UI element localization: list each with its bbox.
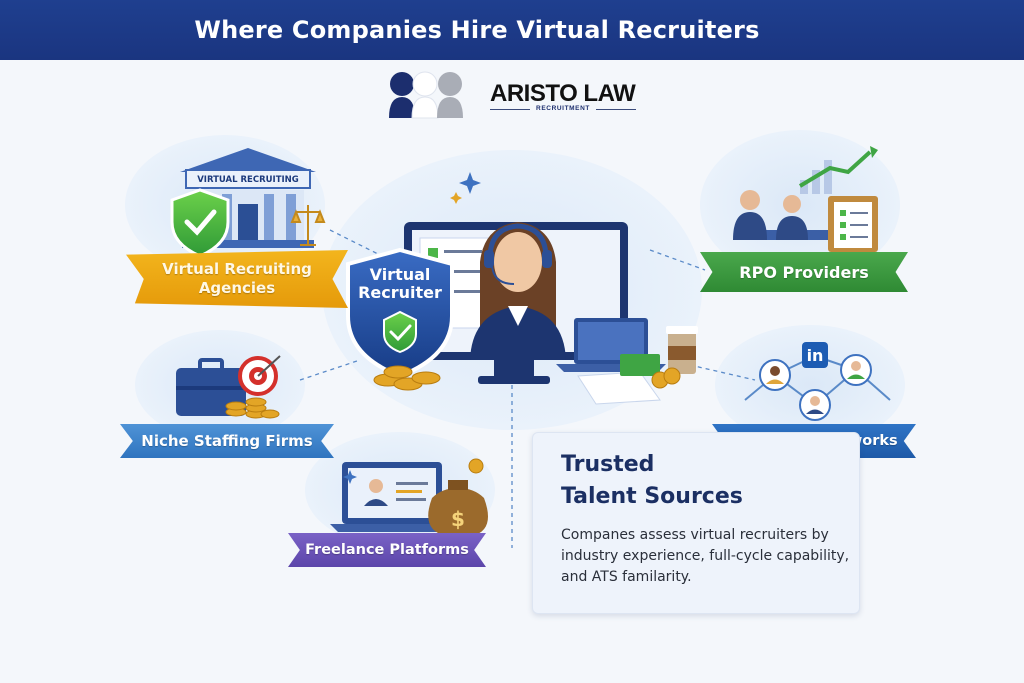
money-bag-icon: $ (428, 458, 488, 536)
ribbon-rpo-providers: RPO Providers (700, 252, 908, 292)
logo-name: ARISTO LAW (490, 80, 636, 107)
ribbon-freelance-platforms: Freelance Platforms (288, 533, 486, 567)
card-title: Trusted Talent Sources (561, 449, 743, 513)
scales-icon (290, 205, 326, 246)
shield-label-line1: Virtual (369, 265, 431, 284)
freelance-label: Freelance Platforms (305, 542, 469, 558)
svg-text:$: $ (451, 507, 465, 531)
dashed-connectors (299, 229, 756, 548)
shield-coins-icon (373, 365, 441, 391)
logo-rule-left (490, 109, 530, 110)
page-title: Where Companies Hire Virtual Recruiters (194, 16, 760, 44)
linkedin-icon: in (802, 342, 828, 368)
trusted-talent-card: Trusted Talent Sources Companes assess v… (532, 432, 860, 614)
cash-icon (620, 354, 681, 389)
aristo-law-logo-mark (389, 71, 463, 119)
headset-icon (470, 222, 566, 360)
agencies-label-line2: Agencies (198, 279, 276, 297)
card-body: Companes assess virtual recruiters by in… (561, 527, 850, 585)
coffee-icon (666, 326, 698, 374)
chart-arrow-icon (798, 146, 878, 194)
logo-rule-right (596, 109, 636, 110)
rpo-label: RPO Providers (739, 262, 869, 282)
person-icon (759, 354, 872, 421)
niche-label: Niche Staffing Firms (141, 432, 313, 450)
ribbon-virtual-recruiting-agencies: Virtual Recruiting Agencies (126, 250, 348, 308)
target-icon (238, 355, 281, 396)
building-sign-text: VIRTUAL RECRUITING (197, 175, 299, 185)
coins-icon (225, 397, 280, 419)
sparkle-icon (343, 172, 481, 484)
agencies-label-line1: Virtual Recruiting (162, 260, 312, 278)
linkedin-badge-text: in (807, 346, 824, 365)
small-laptop-icon (556, 318, 666, 405)
clipboard-icon (828, 196, 878, 252)
shield-label-line2: Recruiter (358, 283, 442, 302)
handshake-icon (733, 190, 845, 240)
ribbon-niche-staffing-firms: Niche Staffing Firms (120, 424, 334, 458)
shield-label: Virtual Recruiter (352, 266, 448, 302)
virtual-recruiter-shield (346, 247, 454, 379)
card-title-line2: Talent Sources (561, 484, 743, 509)
logo-subtitle: RECRUITMENT (536, 105, 590, 112)
card-title-line1: Trusted (561, 452, 655, 477)
header-bar: Where Companies Hire Virtual Recruiters (0, 0, 1024, 60)
laptop-icon (330, 462, 454, 532)
